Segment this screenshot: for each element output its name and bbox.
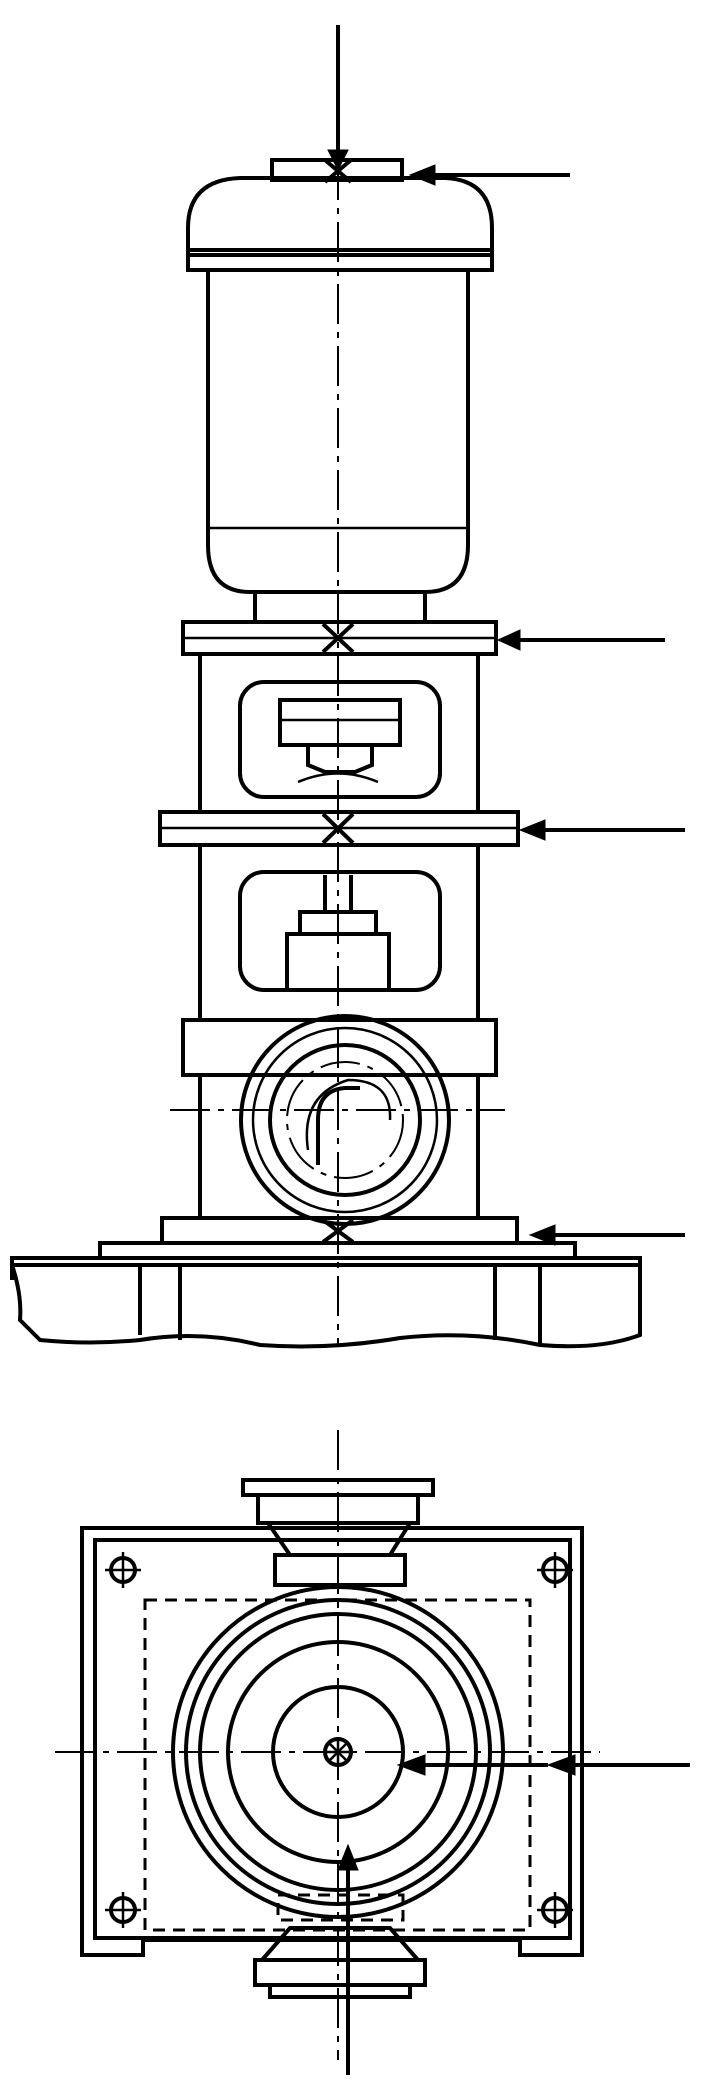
plan-base-frame [80, 1526, 584, 1957]
flange-2-arrow [518, 819, 685, 841]
lower-lantern-window [238, 870, 442, 992]
impeller-volute [316, 1086, 360, 1165]
coupling-upper-hub [278, 698, 402, 747]
vertical-load-arrow [337, 1843, 359, 2075]
motor-lantern-flange [181, 620, 498, 656]
upper-lantern [198, 654, 480, 812]
motor-collar [186, 248, 494, 272]
bolt-hole-bottom-left [105, 1892, 141, 1928]
side-nozzle [239, 1014, 451, 1226]
pump-casing-band [181, 1018, 498, 1077]
plan-view [55, 1430, 690, 2075]
flange-1-arrow [496, 629, 665, 651]
side-load-arrow [546, 1754, 690, 1776]
lower-lantern [198, 845, 480, 1020]
bolt-hole-top-left [105, 1552, 141, 1588]
motor-cap-arrow [408, 164, 570, 186]
intermediate-flange [158, 810, 520, 847]
radial-load-arrow [396, 1754, 548, 1776]
bottom-nozzle [253, 1893, 427, 1999]
seal-housing [285, 932, 391, 992]
top-load-arrow [327, 25, 349, 172]
motor-dome-cover [186, 176, 494, 257]
elevation-view [10, 25, 685, 1349]
base-arrow [528, 1224, 685, 1246]
upper-lantern-window [238, 680, 442, 799]
bolt-hole-bottom-right [537, 1892, 573, 1928]
coupling-lower-hub [306, 743, 374, 774]
bolt-hole-top-right [537, 1552, 573, 1588]
motor-adapter-neck [253, 590, 427, 624]
motor [186, 158, 494, 624]
foundation [10, 1256, 642, 1349]
